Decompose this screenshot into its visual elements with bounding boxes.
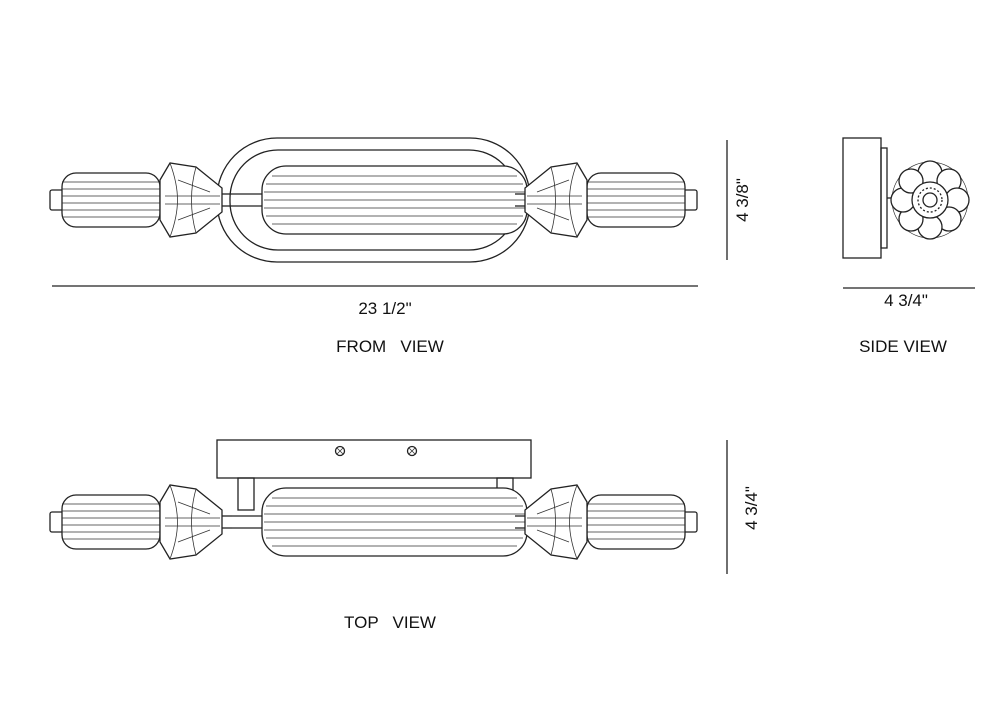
side-view-drawing (842, 137, 970, 259)
top-height-dimension: 4 3/4" (742, 486, 761, 530)
front-view-drawing (49, 137, 698, 263)
top-view-caption: TOP VIEW (344, 613, 436, 632)
side-depth-dimension: 4 3/4" (884, 291, 928, 310)
front-view-caption: FROM VIEW (336, 337, 444, 356)
front-height-dimension: 4 3/8" (733, 178, 752, 222)
top-view-drawing (49, 439, 698, 560)
front-width-dimension: 23 1/2" (358, 299, 411, 318)
side-view-caption: SIDE VIEW (859, 337, 947, 356)
